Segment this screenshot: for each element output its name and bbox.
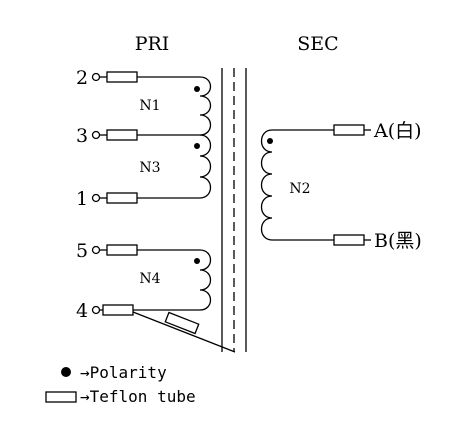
pin-3: 3 xyxy=(76,125,200,147)
polarity-dot-icon xyxy=(194,86,200,92)
teflon-tube-legend-icon xyxy=(45,391,77,403)
terminal-icon xyxy=(91,245,101,255)
secondary-header: SEC xyxy=(297,33,338,55)
winding-n2-coil xyxy=(260,129,273,241)
teflon-tube-icon xyxy=(333,234,365,246)
pin-1: 1 xyxy=(76,188,200,210)
winding-label-n3: N3 xyxy=(139,160,160,176)
teflon-tube-icon xyxy=(102,304,134,316)
winding-n3-coil xyxy=(199,134,212,199)
pin-4: 4 xyxy=(76,300,200,322)
polarity-dot-icon xyxy=(267,138,273,144)
pin-label: 5 xyxy=(76,240,88,262)
pin-2: 2 xyxy=(76,67,200,89)
pin-5: 5 xyxy=(76,240,200,262)
winding-label-n1: N1 xyxy=(139,98,160,114)
terminal-icon xyxy=(91,305,101,315)
winding-n1-coil xyxy=(199,76,212,136)
teflon-tube-icon xyxy=(106,71,138,83)
teflon-tube-icon xyxy=(164,311,200,335)
output-b-label: B(黑) xyxy=(374,230,422,252)
polarity-legend-icon xyxy=(61,367,71,377)
winding-label-n2: N2 xyxy=(289,181,310,197)
teflon-tube-icon xyxy=(333,124,365,136)
polarity-dot-icon xyxy=(194,143,200,149)
pin-label: 1 xyxy=(76,188,88,210)
terminal-icon xyxy=(91,130,101,140)
terminal-icon xyxy=(91,193,101,203)
pin-label: 2 xyxy=(76,67,88,89)
primary-header: PRI xyxy=(135,33,170,55)
output-a-label: A(白) xyxy=(373,120,422,142)
pin-label: 4 xyxy=(76,300,88,322)
teflon-tube-icon xyxy=(106,192,138,204)
shield-lead xyxy=(132,311,236,353)
output-a: A(白) xyxy=(272,120,422,142)
winding-label-n4: N4 xyxy=(139,271,160,287)
pin-label: 3 xyxy=(76,125,88,147)
teflon-tube-icon xyxy=(106,129,138,141)
winding-n4-coil xyxy=(199,249,212,311)
polarity-dot-icon xyxy=(194,258,200,264)
legend: →Polarity →Teflon tube xyxy=(45,363,196,406)
teflon-tube-icon xyxy=(106,244,138,256)
output-b: B(黑) xyxy=(272,230,422,252)
legend-teflon-text: →Teflon tube xyxy=(80,387,196,406)
terminal-icon xyxy=(91,72,101,82)
legend-polarity-text: →Polarity xyxy=(80,363,167,382)
transformer-core xyxy=(221,68,247,352)
